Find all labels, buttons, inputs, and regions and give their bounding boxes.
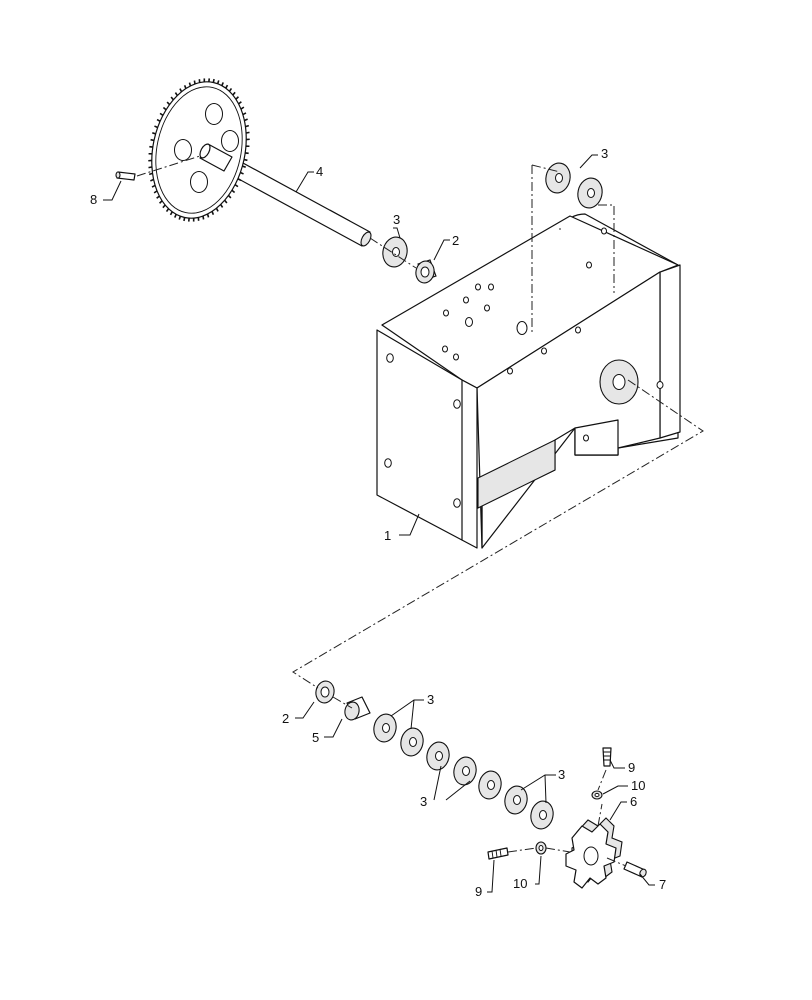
callout-7: 7 [659, 877, 666, 892]
nut-part-10-upper [591, 790, 603, 800]
callout-3-lower-b: 3 [420, 794, 427, 809]
gear-tooth [235, 96, 239, 100]
gear-tooth [242, 165, 246, 168]
spacer-part-5 [344, 696, 371, 721]
gear-tooth [243, 158, 248, 162]
gear-tooth [170, 96, 174, 101]
gear-tooth [211, 211, 215, 215]
gear-tooth [244, 118, 248, 122]
gear-tooth [188, 82, 192, 87]
gear-tooth [150, 138, 155, 142]
top-washer-pair-part-3 [545, 162, 603, 209]
gear-tooth [183, 217, 186, 222]
gear-tooth [174, 214, 177, 218]
gear-tooth [153, 190, 158, 194]
large-sprocket [148, 78, 250, 222]
gear-tooth [193, 80, 196, 85]
gear-tooth [237, 178, 242, 182]
set-screw-part-9-lower [487, 847, 509, 860]
gear-tooth [183, 85, 187, 89]
gear-tooth [231, 189, 236, 194]
gear-tooth [154, 125, 158, 129]
gear-tooth [165, 208, 170, 213]
gear-tooth [240, 106, 245, 110]
gear-tooth [148, 172, 153, 176]
callout-5: 5 [312, 730, 319, 745]
lower-bushing-part-2 [315, 680, 335, 704]
callout-leaders [103, 154, 655, 893]
gear-tooth [148, 166, 153, 169]
gear-tooth [152, 132, 156, 135]
assembly-centerlines [136, 155, 704, 867]
gear-tooth [166, 101, 171, 106]
gear-tooth [238, 101, 242, 105]
callout-labels: 1 2 2 3 3 3 3 3 4 5 6 7 8 9 9 10 10 [90, 146, 666, 899]
gear-tooth [242, 112, 247, 116]
callout-9-lower: 9 [475, 884, 482, 899]
gear-tooth [151, 184, 156, 188]
gear-tooth [162, 106, 167, 111]
gear-tooth [179, 88, 183, 93]
gear-tooth [220, 204, 224, 208]
gear-tooth [224, 199, 228, 204]
gear-tooth [159, 200, 163, 204]
gear-tooth [159, 112, 164, 116]
callout-2-lower: 2 [282, 711, 289, 726]
callout-3-shaft-washer: 3 [393, 212, 400, 227]
callout-3-top: 3 [601, 146, 608, 161]
callout-8: 8 [90, 192, 97, 207]
gear-tooth [234, 184, 239, 188]
gear-tooth [150, 178, 154, 182]
gear-tooth [245, 131, 250, 134]
lower-washer-stack-part-3 [373, 713, 554, 830]
part-8-roll-pin [115, 171, 136, 181]
callout-10-upper: 10 [631, 778, 645, 793]
gear-tooth [216, 80, 220, 85]
gear-tooth [174, 92, 178, 96]
key-part-7 [623, 861, 647, 878]
callout-9-upper: 9 [628, 760, 635, 775]
callout-1: 1 [384, 528, 391, 543]
gear-tooth [232, 91, 236, 96]
gear-tooth [202, 215, 205, 220]
callout-6: 6 [630, 794, 637, 809]
gear-tooth [245, 124, 250, 128]
gear-tooth [227, 194, 232, 199]
gear-tooth [178, 215, 182, 220]
nut-part-10-lower [535, 841, 547, 855]
gear-tooth [215, 207, 219, 212]
gear-tooth [228, 87, 233, 92]
small-sprocket-part-6 [565, 817, 623, 889]
gear-tooth [206, 213, 210, 218]
gear-tooth [240, 171, 244, 175]
gear-tooth [221, 82, 224, 86]
set-screw-part-9-upper [602, 747, 612, 767]
upper-bushing-part-2 [415, 259, 437, 284]
callout-3-lower-c: 3 [558, 767, 565, 782]
callout-4: 4 [316, 164, 323, 179]
gear-tooth [156, 118, 161, 122]
callout-2-upper: 2 [452, 233, 459, 248]
gear-tooth [162, 204, 166, 209]
upper-washer-part-3 [382, 236, 408, 268]
callout-3-lower-a: 3 [427, 692, 434, 707]
part-1-frame-box [376, 213, 681, 549]
gear-tooth [169, 211, 173, 216]
gear-tooth [156, 195, 160, 199]
gear-tooth [225, 84, 229, 89]
callout-10-lower: 10 [513, 876, 527, 891]
gear-tooth [212, 78, 215, 83]
